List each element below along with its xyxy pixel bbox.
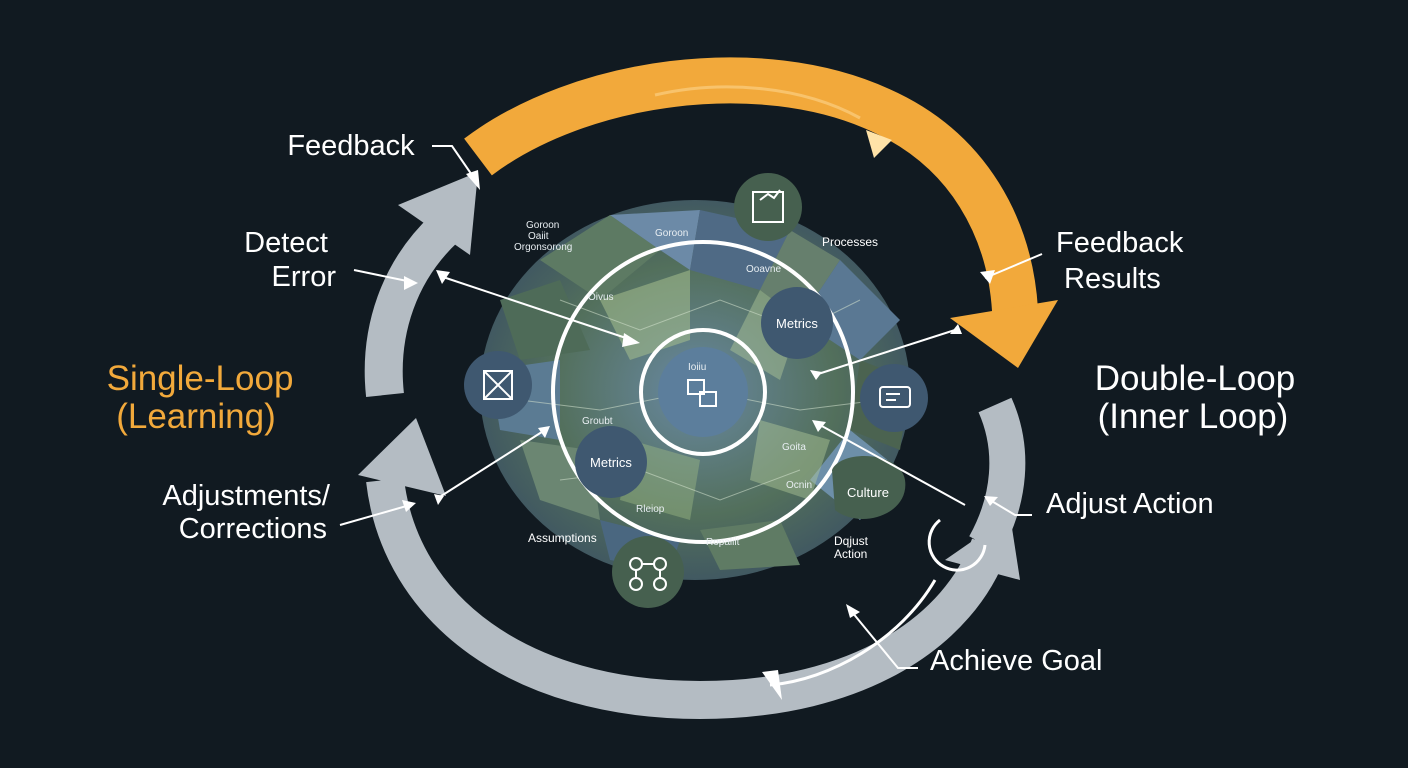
detect-error-to-center-pointer — [436, 270, 640, 347]
single-loop-title-2: (Learning) — [116, 397, 276, 436]
network-icon — [629, 557, 667, 591]
single-loop-lower-arrow — [358, 418, 1008, 720]
cog-icon — [687, 379, 717, 407]
cross-box-icon — [483, 370, 513, 400]
adjustments-label-1: Adjustments/ — [162, 480, 331, 512]
adjustments-pointer — [339, 500, 416, 526]
tiny-label: Goita — [782, 442, 806, 453]
feedback-pointer — [432, 145, 480, 190]
chart-node — [734, 173, 802, 241]
inner-adjust-action-label-1: Dqjust — [834, 534, 869, 548]
chart-icon — [752, 189, 784, 223]
adjust-action-to-center-pointer — [812, 420, 966, 506]
double-loop-top-arrow — [464, 57, 1058, 368]
achieve-goal-pointer — [846, 604, 918, 669]
tiny-label: Rleiop — [636, 504, 665, 515]
tiny-label: Ioiiu — [688, 362, 706, 373]
tiny-label: Oivus — [588, 292, 614, 303]
culture-node — [832, 456, 906, 519]
feedback-results-pointer — [980, 253, 1043, 284]
tiny-label: Goroon — [526, 220, 559, 231]
metrics-upper-node — [761, 287, 833, 359]
detect-error-pointer — [353, 269, 418, 290]
inner-ring — [639, 328, 767, 456]
outer-ring — [551, 240, 855, 544]
detect-error-label-2: Error — [272, 261, 337, 293]
chat-icon — [879, 386, 911, 408]
adjustments-label-2: Corrections — [179, 513, 327, 545]
tiny-label: Oaiit — [528, 231, 549, 242]
double-loop-right-arrow — [927, 397, 1026, 580]
tiny-label: Ooavne — [746, 264, 781, 275]
inner-adjust-action-label-2: Action — [834, 547, 867, 561]
metrics-upper-label: Metrics — [776, 316, 818, 331]
double-loop-title-2: (Inner Loop) — [1098, 397, 1289, 436]
culture-label: Culture — [847, 485, 889, 500]
adjust-action-label: Adjust Action — [1046, 488, 1214, 520]
adjustments-to-center-pointer — [434, 426, 550, 505]
detect-error-label-1: Detect — [244, 227, 328, 259]
metrics-lower-label: Metrics — [590, 455, 632, 470]
achieve-goal-label: Achieve Goal — [930, 645, 1103, 677]
tiny-label: Orgonsorong — [514, 242, 572, 253]
single-loop-upper-arrow — [364, 172, 478, 398]
assumptions-label: Assumptions — [528, 531, 597, 545]
feedback-results-label-2: Results — [1064, 263, 1161, 295]
metrics-lower-node — [575, 426, 647, 498]
inner-return-arrow — [762, 579, 937, 700]
single-loop-title-1: Single-Loop — [107, 359, 294, 398]
feedback-results-to-center-pointer — [810, 324, 962, 380]
network-node — [612, 536, 684, 608]
chat-node — [860, 364, 928, 432]
processes-label: Processes — [822, 235, 878, 249]
tiny-label: Goroon — [655, 228, 688, 239]
tiny-label: Ocnin — [786, 480, 812, 491]
adjust-action-pointer — [984, 496, 1032, 516]
double-loop-title-1: Double-Loop — [1095, 359, 1295, 398]
feedback-label: Feedback — [287, 130, 415, 162]
tiny-label: Groubt — [582, 416, 613, 427]
feedback-results-label-1: Feedback — [1056, 227, 1184, 259]
tiny-label: Ropaliit — [706, 537, 740, 548]
